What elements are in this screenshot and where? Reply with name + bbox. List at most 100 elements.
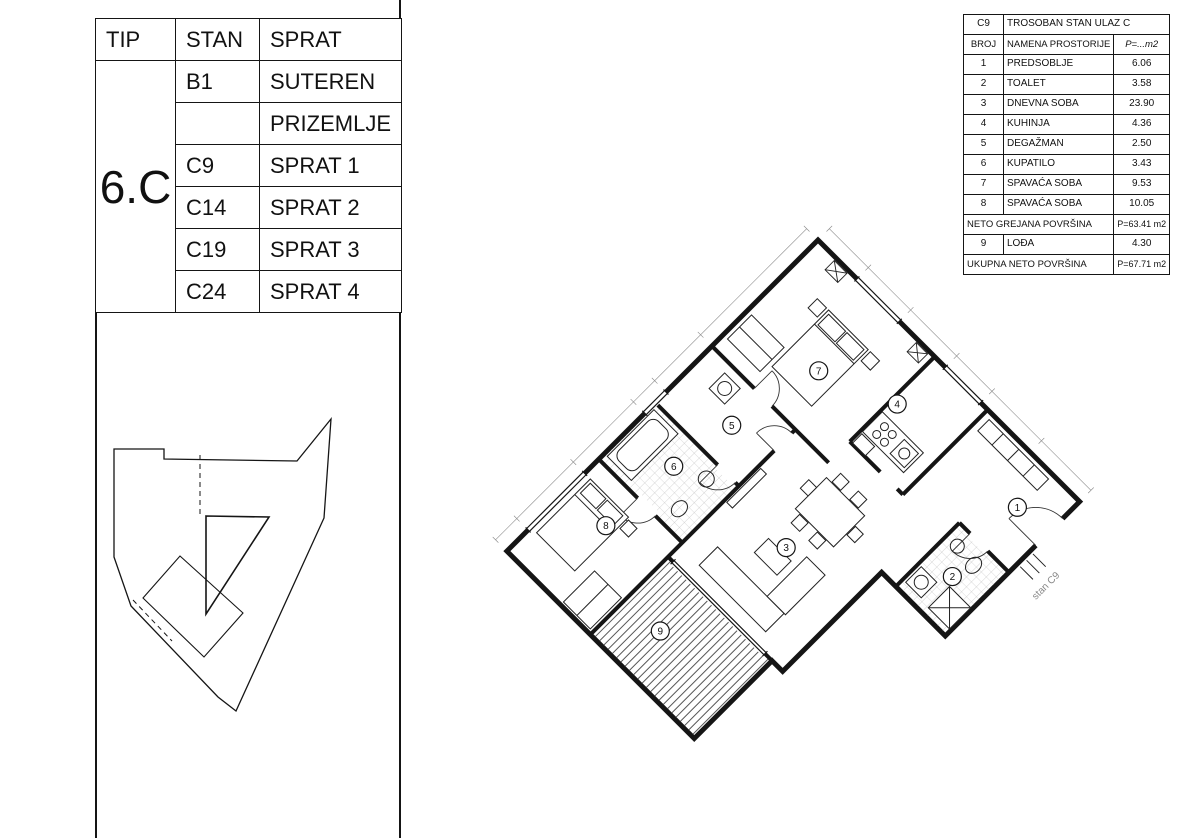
sprat-cell: SUTEREN — [259, 60, 402, 103]
site-plan — [113, 416, 332, 713]
tip-header: TIP — [95, 18, 176, 61]
room-number-label: 3 — [783, 543, 789, 554]
sprat-cell: SPRAT 2 — [259, 186, 402, 229]
schedule-title-row: C9 TROSOBAN STAN ULAZ C — [963, 14, 1171, 35]
floor-plan: 1 2 3 4 5 6 7 8 9 stan C9 — [492, 225, 1094, 743]
room-name: DEGAŽMAN — [1002, 134, 1115, 155]
room-number-label: 9 — [658, 627, 664, 638]
room-number: 6 — [963, 154, 1004, 175]
bed-room7 — [771, 297, 881, 407]
ukupna-label: UKUPNA NETO POVRŠINA — [962, 254, 1115, 275]
room-row: 3 DNEVNA SOBA 23.90 — [963, 94, 1171, 115]
room-area: 4.36 — [1113, 114, 1171, 135]
site-building-triangle — [205, 515, 271, 617]
room-circle-2 — [942, 566, 962, 587]
room-number: 2 — [963, 74, 1004, 95]
room-number-label: 6 — [671, 462, 677, 473]
type-row-suteren: 6.C B1 SUTEREN — [95, 60, 402, 313]
sprat-cell: SPRAT 1 — [259, 144, 402, 187]
schedule-title: TROSOBAN STAN ULAZ C — [1002, 14, 1171, 35]
unit-label: stan C9 — [1030, 570, 1062, 602]
loggia-floor-hatch — [591, 556, 770, 736]
entrance-steps — [1019, 553, 1047, 580]
schedule-header-row: BROJ NAMENA PROSTORIJE P=...m2 — [963, 34, 1171, 55]
room-number: 7 — [963, 174, 1004, 195]
room-circle-1 — [1007, 497, 1028, 517]
namena-header: NAMENA PROSTORIJE — [1002, 34, 1115, 55]
ukupna-value: P=67.71 m2 — [1113, 254, 1171, 275]
wardrobe-room8 — [562, 570, 623, 630]
room-row: 5 DEGAŽMAN 2.50 — [963, 134, 1171, 155]
room-number-label: 7 — [816, 366, 822, 377]
wc-room6 — [670, 500, 688, 518]
room-name: KUHINJA — [1002, 114, 1115, 135]
wardrobe-room7 — [726, 314, 785, 373]
windows — [525, 275, 984, 657]
bed-room8 — [535, 478, 638, 572]
room-number: 3 — [963, 94, 1004, 115]
bathtub — [606, 408, 679, 482]
room-name: DNEVNA SOBA — [1002, 94, 1115, 115]
kitchen-counter — [851, 411, 925, 474]
tip-value-cell: 6.C — [95, 60, 176, 313]
room-row: 2 TOALET 3.58 — [963, 74, 1171, 95]
room-number-label: 1 — [1015, 503, 1021, 514]
sofa-group — [698, 467, 826, 633]
room-area: 2.50 — [1113, 134, 1171, 155]
sprat-header: SPRAT — [259, 18, 402, 61]
site-boundary — [113, 416, 332, 713]
type-row-sprat3: C19 SPRAT 3 — [96, 228, 402, 271]
room-circle-9 — [650, 621, 670, 641]
room-circle-3 — [776, 537, 796, 558]
panel-left-line — [95, 18, 97, 838]
stan-cell: C14 — [175, 186, 260, 229]
room-circles: 1 2 3 4 5 6 7 8 9 — [596, 361, 1028, 641]
room-number-label: 4 — [894, 400, 900, 411]
type-table-header-row: TIP STAN SPRAT — [95, 18, 402, 61]
sprat-cell: SPRAT 3 — [259, 228, 402, 271]
room-circle-4 — [887, 394, 907, 414]
room-area: 3.43 — [1113, 154, 1171, 175]
room-number-label: 2 — [950, 572, 956, 583]
sprat-cell: SPRAT 4 — [259, 270, 402, 313]
room-row: 7 SPAVAĆA SOBA 9.53 — [963, 174, 1171, 195]
dining-set — [790, 472, 868, 550]
furniture — [535, 297, 1050, 633]
room-area: 6.06 — [1113, 54, 1171, 75]
type-table: TIP STAN SPRAT 6.C B1 SUTEREN PRIZEMLJE … — [95, 18, 402, 313]
lodja-row: 9 LOĐA 4.30 — [963, 234, 1171, 255]
povrsina-header: P=...m2 — [1113, 34, 1171, 55]
room-row: 6 KUPATILO 3.43 — [963, 154, 1171, 175]
room-schedule-table: C9 TROSOBAN STAN ULAZ C BROJ NAMENA PROS… — [962, 14, 1171, 275]
room-number: 4 — [963, 114, 1004, 135]
room-number: 1 — [963, 54, 1004, 75]
room-row: 1 PREDSOBLJE 6.06 — [963, 54, 1171, 75]
panel-divider-line — [399, 0, 401, 838]
sprat-cell: PRIZEMLJE — [259, 102, 402, 145]
type-row-sprat4: C24 SPRAT 4 — [96, 270, 402, 313]
broj-header: BROJ — [963, 34, 1004, 55]
unit-cell: C9 — [963, 14, 1004, 35]
stan-cell — [175, 102, 260, 145]
shaft-boxes — [824, 259, 929, 364]
stan-cell: C19 — [175, 228, 260, 271]
room-area: 9.53 — [1113, 174, 1171, 195]
washer-room2 — [904, 565, 938, 599]
room-number-label: 8 — [603, 521, 609, 532]
room-area: 3.58 — [1113, 74, 1171, 95]
hall-closet — [977, 418, 1050, 492]
washer-degazman — [708, 372, 741, 405]
room-circle-6 — [664, 456, 684, 476]
wc-room2 — [965, 556, 983, 574]
room-name: TOALET — [1002, 74, 1115, 95]
shower — [927, 585, 972, 630]
site-building-block — [142, 555, 244, 658]
stan-cell: C24 — [175, 270, 260, 313]
room-circle-8 — [596, 516, 616, 536]
room-name: KUPATILO — [1002, 154, 1115, 175]
neto-row: NETO GREJANA POVRŠINA P=63.41 m2 — [962, 214, 1171, 235]
room-circle-5 — [722, 415, 742, 435]
type-row-sprat2: C14 SPRAT 2 — [96, 186, 402, 229]
room-name: SPAVAĆA SOBA — [1002, 174, 1115, 195]
ukupna-row: UKUPNA NETO POVRŠINA P=67.71 m2 — [962, 254, 1171, 275]
